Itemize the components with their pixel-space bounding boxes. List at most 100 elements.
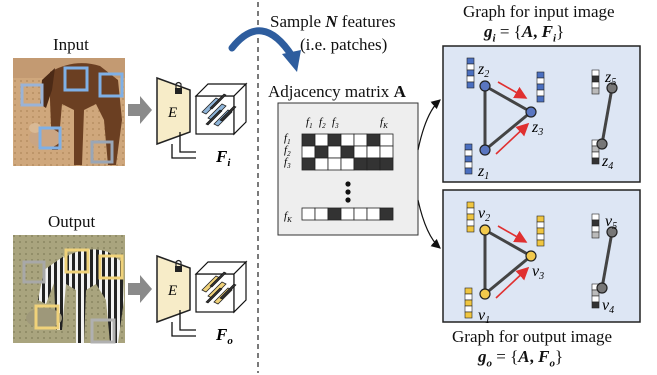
encoder-output: E <box>156 254 191 324</box>
feature-bar-cell <box>591 75 600 83</box>
matrix-cell <box>366 157 381 171</box>
graph-edge <box>600 231 614 289</box>
sampling-line2: (i.e. patches) <box>300 35 388 54</box>
encoder-input-connector <box>171 144 196 159</box>
graph-node <box>596 138 608 150</box>
matrix-cell <box>353 145 368 159</box>
feature-bar-cell <box>464 149 473 157</box>
features-output-label: Fo <box>215 325 233 347</box>
node-label: z3 <box>531 119 543 138</box>
matrix-cell <box>340 207 355 221</box>
matrix-to-output-graph-arrow <box>417 199 441 249</box>
matrix-cell <box>366 207 381 221</box>
graph-input-title: Graph for input image <box>463 2 615 21</box>
feature-bar-cell <box>591 157 600 165</box>
output-label: Output <box>48 212 96 231</box>
encoder-input-label: E <box>167 105 177 121</box>
feature-bar-cell <box>466 213 475 221</box>
matrix-ellipsis-dot <box>345 181 351 187</box>
matrix-cell <box>353 133 368 147</box>
feature-bar-cell <box>591 225 600 233</box>
matrix-cell <box>314 207 329 221</box>
matrix-cell <box>301 145 316 159</box>
graph-edge <box>600 87 614 145</box>
feature-bar-cell <box>466 219 475 227</box>
feature-bar-cell <box>464 299 473 307</box>
output-image <box>13 235 125 344</box>
matrix-row-label: fK <box>284 210 292 224</box>
feature-bar-cell <box>591 87 600 95</box>
matrix-cell <box>366 133 381 147</box>
graph-edge <box>484 110 532 152</box>
matrix-cell <box>301 157 316 171</box>
graph-node <box>606 82 618 94</box>
feature-bar-cell <box>466 225 475 233</box>
matrix-col-label: f1 <box>306 116 313 130</box>
features-input-label: Fi <box>215 147 231 169</box>
feature-bar-cell <box>536 239 545 247</box>
matrix-row-label: f2 <box>284 144 291 158</box>
output-to-encoder-arrow <box>128 275 152 303</box>
feature-bar-cell <box>591 295 600 303</box>
matrix-cell <box>340 145 355 159</box>
matrix-row-label: f1 <box>284 132 291 146</box>
matrix-cell <box>379 145 394 159</box>
matrix-col-label: f3 <box>332 116 339 130</box>
graph-node <box>479 144 491 156</box>
feature-bar-cell <box>591 151 600 159</box>
encoder-input: E <box>156 76 191 146</box>
feature-bar-cell <box>464 143 473 151</box>
red-arrow <box>495 266 530 299</box>
feature-cube-input <box>194 82 248 136</box>
matrix-cell <box>353 157 368 171</box>
feature-bar-cell <box>536 83 545 91</box>
feature-bar-cell <box>464 167 473 175</box>
feature-bar-cell <box>536 227 545 235</box>
matrix-cell <box>301 133 316 147</box>
graph-output-title: Graph for output image <box>452 327 613 346</box>
feature-bar-cell <box>464 293 473 301</box>
matrix-cell <box>340 133 355 147</box>
encoder-output-label: E <box>167 283 177 299</box>
sampling-line1: Sample N features <box>270 12 396 31</box>
feature-bar-cell <box>464 311 473 319</box>
graph-node <box>606 226 618 238</box>
feature-bar-cell <box>466 57 475 65</box>
feature-bar-cell <box>536 215 545 223</box>
matrix-cell <box>314 157 329 171</box>
feature-bar-cell <box>591 231 600 239</box>
matrix-row-label: f3 <box>284 156 291 170</box>
red-arrow <box>497 81 528 99</box>
input-image <box>13 58 125 166</box>
matrix-to-input-graph-arrow <box>417 99 441 151</box>
feature-bar-cell <box>466 207 475 215</box>
graph-edge <box>484 84 532 114</box>
node-label: v4 <box>602 297 614 316</box>
matrix-col-label: f2 <box>319 116 326 130</box>
node-label: z2 <box>477 61 489 80</box>
matrix-cell <box>353 207 368 221</box>
graph-node <box>525 250 537 262</box>
feature-bar-cell <box>466 201 475 209</box>
feature-bar-cell <box>591 69 600 77</box>
node-label: v5 <box>605 213 617 232</box>
matrix-cell <box>327 145 342 159</box>
feature-cube-output <box>194 260 248 314</box>
feature-bar-cell <box>591 81 600 89</box>
graph-node <box>479 224 491 236</box>
matrix-cell <box>366 145 381 159</box>
matrix-ellipsis-dot <box>345 197 351 203</box>
feature-bar-cell <box>466 69 475 77</box>
matrix-cell <box>379 133 394 147</box>
feature-bar-cell <box>536 95 545 103</box>
feature-bar-cell <box>536 89 545 97</box>
matrix-cell <box>314 145 329 159</box>
node-label: z1 <box>477 163 489 182</box>
feature-bar-cell <box>466 63 475 71</box>
